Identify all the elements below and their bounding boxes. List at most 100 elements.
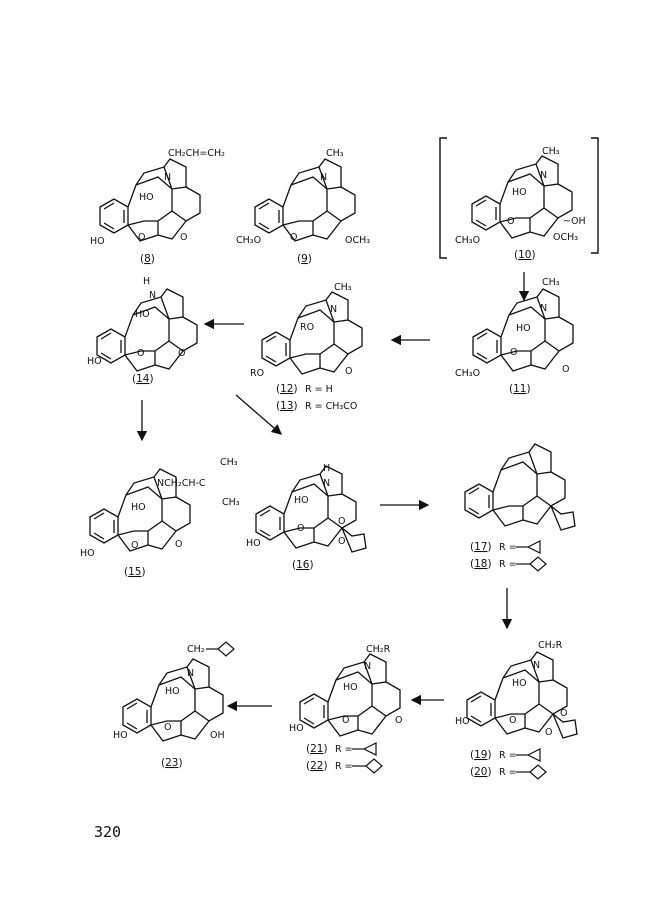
aromatic-double-bonds [303, 697, 325, 725]
atom-label: ~OH [563, 216, 586, 227]
ketal-ring [341, 527, 367, 553]
atom-label: CH₃O [455, 235, 480, 246]
compound-number: (10) [514, 249, 536, 261]
ring-d [171, 186, 201, 222]
r-label: R = [335, 761, 353, 772]
atom-label: O [338, 516, 345, 527]
cyclopropyl-icon [516, 540, 541, 554]
ring-bridge [291, 473, 329, 497]
ring-d [536, 471, 566, 507]
ring-c [499, 173, 545, 223]
ether-bridge [283, 528, 315, 549]
structure-c15 [89, 468, 191, 552]
atom-label: HO [139, 192, 154, 203]
atom-label: CH₃ [326, 148, 344, 159]
structure-c12 [261, 291, 363, 375]
r-label: R = [499, 750, 517, 761]
structure-c8 [99, 158, 201, 242]
compound-number: (12) [276, 383, 298, 395]
atom-label: O [175, 539, 182, 550]
cyclobutyl-icon [206, 641, 235, 657]
atom-label: HO [516, 323, 531, 334]
compound-number: (9) [297, 253, 312, 265]
atom-label: HO [343, 682, 358, 693]
cyclobutyl-icon [352, 758, 383, 774]
atom-label: CH₃ [334, 282, 352, 293]
atom-label: N [540, 303, 547, 314]
atom-label: N [533, 660, 540, 671]
c6-bond [313, 527, 343, 547]
atom-label: OCH₃ [553, 232, 578, 243]
piperidine-ring [153, 468, 177, 500]
piperidine-ring [535, 155, 559, 187]
ether-bridge [289, 354, 321, 375]
atom-label: N [320, 172, 327, 183]
bracket-left [439, 137, 447, 259]
atom-label: HO [294, 495, 309, 506]
arrow-12-to-16 [235, 394, 282, 435]
atom-label: HO [289, 723, 304, 734]
ring-c [282, 176, 328, 226]
atom-label: O [560, 708, 567, 719]
ether-bridge [499, 218, 531, 239]
c6-bond [180, 720, 210, 740]
r-group-icons [206, 540, 547, 780]
structure-c11 [472, 288, 574, 372]
ring-c [494, 669, 540, 719]
bracket-right [591, 137, 599, 254]
ring-c [289, 309, 335, 359]
atom-label: NCH₂CH-C [157, 478, 206, 489]
ring-d [543, 183, 573, 219]
atom-label: N [330, 304, 337, 315]
c6-bond [529, 217, 559, 237]
atom-label: O [509, 715, 516, 726]
atom-label: CH₃ [542, 277, 560, 288]
atom-label: HO [455, 716, 470, 727]
c6-bond [522, 505, 552, 525]
atom-label: O [510, 347, 517, 358]
ether-bridge [124, 351, 156, 372]
ether-bridge [127, 221, 159, 242]
aromatic-double-bonds [103, 202, 125, 230]
atom-label: O [338, 536, 345, 547]
piperidine-ring [325, 291, 349, 323]
ring-c [327, 671, 373, 721]
ring-bridge [125, 476, 163, 500]
ether-bridge [150, 721, 182, 742]
atom-label: CH₃O [236, 235, 261, 246]
ether-bridge [327, 716, 359, 737]
c6-bond [157, 220, 187, 240]
compound-number: (14) [132, 373, 154, 385]
aromatic-double-bonds [265, 335, 287, 363]
piperidine-ring [528, 443, 552, 475]
atom-label: OH [210, 730, 225, 741]
r-label: R = [335, 744, 353, 755]
compound-number: (20) [470, 766, 492, 778]
atom-label: O [562, 364, 569, 375]
atom-label: O [342, 715, 349, 726]
compound-number: (8) [140, 253, 155, 265]
c6-bond [530, 350, 560, 370]
structure-c19 [466, 651, 578, 739]
cyclobutyl-icon [516, 556, 547, 572]
ring-c [283, 483, 329, 533]
piperidine-ring [536, 288, 560, 320]
atom-label: N [323, 478, 330, 489]
atom-label: CH₂R [366, 644, 391, 655]
atom-label: O [180, 232, 187, 243]
atom-label: O [178, 348, 185, 359]
atom-label: N [164, 172, 171, 183]
aromatic-double-bonds [476, 332, 498, 360]
structure-c21 [299, 653, 401, 737]
atom-label: N [187, 668, 194, 679]
atom-label: CH₃ [542, 146, 560, 157]
structure-c16 [255, 465, 367, 553]
ring-bridge [335, 661, 373, 685]
structure-c23 [122, 658, 224, 742]
atom-label: O [345, 366, 352, 377]
ring-bridge [158, 666, 196, 690]
atom-label: CH₂CH=CH₂ [168, 148, 225, 159]
aromatic-double-bonds [475, 199, 497, 227]
ring-c [500, 306, 546, 356]
ring-d [333, 319, 363, 355]
